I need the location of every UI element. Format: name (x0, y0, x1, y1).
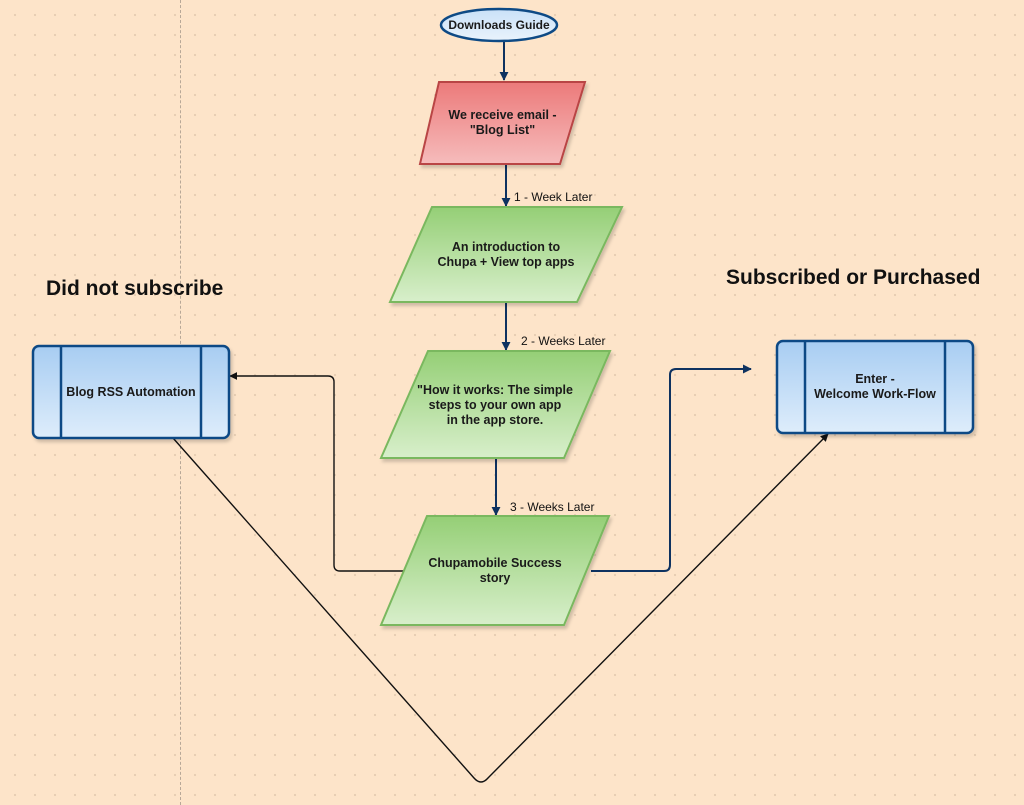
node-email-line-2: "Blog List" (469, 123, 536, 137)
edge-label-week-2: 2 - Weeks Later (521, 334, 606, 348)
node-rss-text: Blog RSS Automation (66, 384, 196, 399)
node-success-label: Chupamobile Success story (395, 548, 595, 594)
node-email-shape[interactable] (418, 81, 587, 165)
node-email-label: We receive email - "Blog List" (430, 100, 575, 146)
node-how-line-1: "How it works: The simple (417, 382, 573, 397)
node-welcome-line-1: Enter - (855, 372, 895, 386)
connector-success-to-rss (229, 372, 404, 572)
node-email-line-1: We receive email - (448, 108, 557, 122)
node-rss-label: Blog RSS Automation (61, 370, 201, 414)
heading-did-not-subscribe: Did not subscribe (46, 277, 224, 300)
node-success-line-1: Chupamobile Success (428, 556, 562, 570)
node-how-shape[interactable] (379, 350, 612, 459)
node-how-line-2: steps to your own app (428, 397, 562, 412)
node-welcome-label: Enter - Welcome Work-Flow (805, 364, 945, 410)
node-welcome-box[interactable] (775, 339, 975, 435)
edge-label-week-1: 1 - Week Later (514, 190, 593, 204)
node-success-shape[interactable] (379, 515, 611, 626)
node-start-ellipse[interactable] (439, 7, 559, 43)
node-how-label: "How it works: The simple steps to your … (395, 379, 595, 431)
node-intro-shape[interactable] (388, 206, 624, 303)
node-welcome-line-2: Welcome Work-Flow (814, 387, 936, 401)
connector-rss-to-welcome (172, 433, 829, 783)
connector-success-to-welcome (591, 364, 752, 572)
heading-subscribed-or-purchased: Subscribed or Purchased (726, 266, 981, 289)
node-intro-label: An introduction to Chupa + View top apps (410, 232, 602, 278)
node-how-line-3: in the app store. (446, 412, 544, 427)
node-intro-line-1: An introduction to (451, 240, 561, 254)
node-rss-box[interactable] (31, 344, 231, 440)
edge-label-week-3: 3 - Weeks Later (510, 500, 595, 514)
node-success-line-2: story (479, 571, 511, 585)
node-start-text: Downloads Guide (448, 17, 550, 32)
node-start-label: Downloads Guide (441, 15, 557, 35)
node-intro-line-2: Chupa + View top apps (437, 255, 575, 269)
